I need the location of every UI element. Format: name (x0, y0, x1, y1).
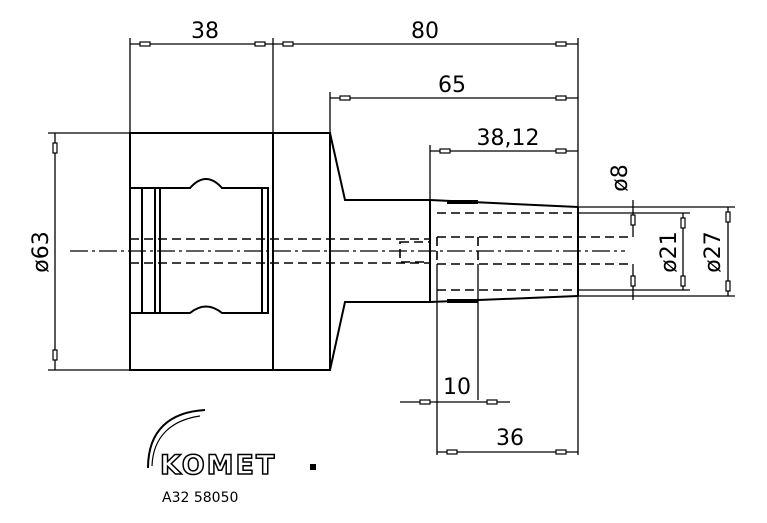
arrow-ticks (52, 41, 731, 455)
shank-top-edge (329, 132, 579, 208)
dimension-38: 38 (191, 19, 219, 44)
diameter-63: ø63 (29, 231, 54, 272)
article-code: A32 58050 (162, 490, 238, 506)
komet-logo: KOMET (147, 409, 316, 482)
diameter-27: ø27 (701, 231, 726, 272)
dimension-38-12: 38,12 (477, 126, 540, 151)
logo-brand: KOMET (160, 450, 276, 481)
logo-dot (310, 464, 316, 470)
diameter-21: ø21 (657, 231, 682, 272)
dimension-65: 65 (438, 73, 466, 98)
dimension-36: 36 (496, 426, 524, 451)
extension-lines (48, 38, 735, 455)
diameter-8: ø8 (608, 164, 633, 191)
dimension-80: 80 (411, 19, 439, 44)
groove-block (129, 178, 269, 314)
logo-arc (147, 409, 206, 469)
shank-bottom-edge (329, 295, 579, 371)
hidden-lines (130, 212, 633, 291)
dimension-10: 10 (443, 375, 471, 400)
